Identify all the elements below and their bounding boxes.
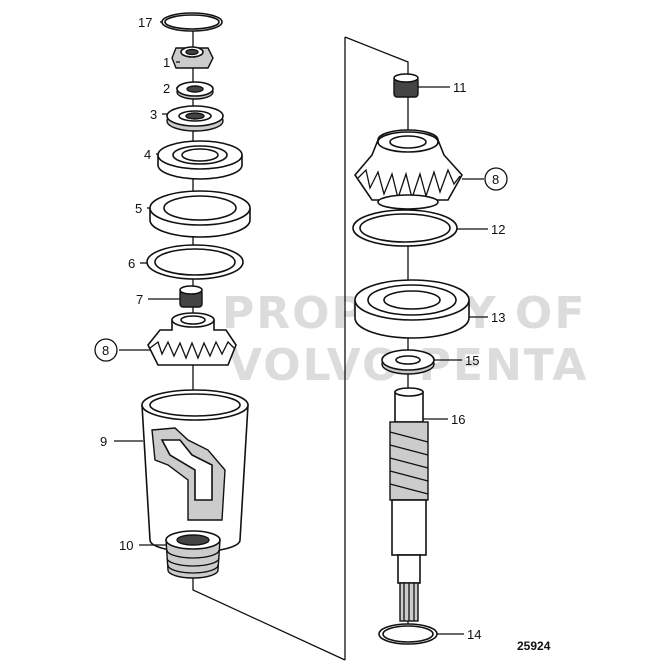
callout-6: 6 — [128, 256, 135, 271]
part-8-bevel-gear-right — [353, 129, 463, 210]
drawing-number: 25924 — [517, 639, 551, 653]
callout-8-left-circle — [94, 338, 118, 362]
callout-1: 1 — [163, 55, 170, 70]
part-1-nut — [171, 46, 214, 69]
callout-15: 15 — [465, 353, 479, 368]
frame-line-top — [344, 36, 409, 75]
part-4-bearing — [157, 140, 243, 180]
callout-8-left: 8 — [102, 343, 109, 358]
part-3-seal — [166, 105, 224, 132]
part-8-bevel-gear-left — [147, 312, 237, 366]
part-16-pinion-shaft — [389, 387, 429, 622]
leader-lines — [114, 21, 488, 635]
part-12-shim — [352, 209, 458, 247]
part-17-o-ring — [161, 12, 223, 32]
callout-8-right-circle — [484, 167, 508, 191]
callout-8-right: 8 — [492, 172, 499, 187]
callout-5: 5 — [135, 201, 142, 216]
part-14-o-ring — [378, 623, 438, 645]
part-5-bearing-cup — [149, 190, 251, 238]
callout-10: 10 — [119, 538, 133, 553]
part-9-housing — [141, 389, 249, 553]
part-2-washer — [176, 81, 214, 100]
callout-3: 3 — [150, 107, 157, 122]
callout-11: 11 — [453, 80, 467, 95]
callout-7: 7 — [136, 292, 143, 307]
callout-16: 16 — [451, 412, 465, 427]
callout-9: 9 — [100, 434, 107, 449]
frame-line-bottom — [192, 575, 346, 661]
callout-17: 17 — [138, 15, 152, 30]
callout-13: 13 — [491, 310, 505, 325]
part-11-needle-bearing — [393, 73, 419, 98]
callout-12: 12 — [491, 222, 505, 237]
part-13-bearing — [354, 279, 470, 339]
callout-14: 14 — [467, 627, 481, 642]
part-6-shim — [146, 244, 244, 280]
part-15-washer — [381, 349, 435, 375]
part-7-needle-bearing — [179, 285, 203, 308]
callout-4: 4 — [144, 147, 151, 162]
part-10-bearing — [165, 530, 221, 579]
callout-2: 2 — [163, 81, 170, 96]
